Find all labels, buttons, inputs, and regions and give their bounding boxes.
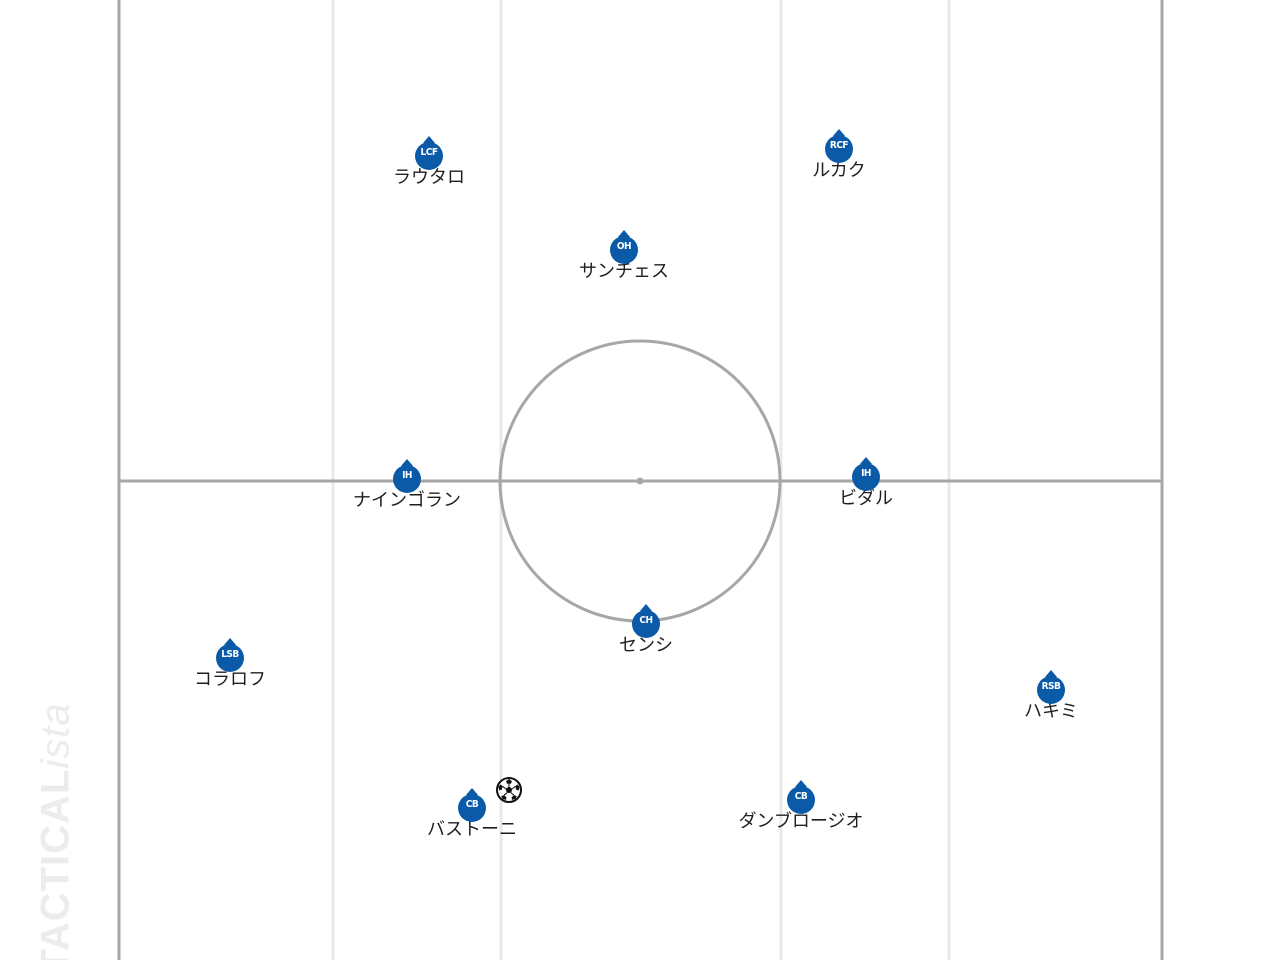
player-lcf[interactable]: LCF ラウタロ [349,134,509,189]
player-ih[interactable]: IH ビダル [786,455,946,510]
player-marker-icon: RCF [824,127,854,163]
position-label: RCF [829,140,849,151]
player-marker-icon: CB [786,778,816,814]
player-marker-icon: IH [851,455,881,491]
player-marker-icon: LSB [215,636,245,672]
player-marker-icon: CB [457,786,487,822]
player-oh[interactable]: OH サンチェス [544,228,704,283]
player-lsb[interactable]: LSB コラロフ [150,636,310,691]
soccer-ball-icon [496,777,522,803]
player-name: ダンブロージオ [738,811,864,832]
position-label: LSB [221,649,239,660]
player-name: コラロフ [194,669,266,690]
position-label: LCF [420,147,438,158]
player-name: ハキミ [1024,701,1078,722]
position-label: CB [465,799,479,810]
center-spot [636,477,644,485]
player-rsb[interactable]: RSB ハキミ [971,668,1131,723]
player-cb[interactable]: CB バストーニ [392,786,552,841]
player-name: ラウタロ [393,167,465,188]
position-label: IH [402,470,412,481]
player-marker-icon: IH [392,457,422,493]
player-marker-icon: LCF [414,134,444,170]
position-label: CH [639,615,653,626]
player-ch[interactable]: CH センシ [566,602,726,657]
player-name: ビダル [839,488,893,509]
player-name: ナインゴラン [353,490,461,511]
player-ih[interactable]: IH ナインゴラン [327,457,487,512]
player-name: ルカク [812,160,866,181]
player-cb[interactable]: CB ダンブロージオ [721,778,881,833]
player-rcf[interactable]: RCF ルカク [759,127,919,182]
position-label: OH [616,241,632,252]
watermark: TACTICALista [33,702,78,960]
position-label: IH [861,468,871,479]
player-marker-icon: CH [631,602,661,638]
player-marker-icon: OH [609,228,639,264]
position-label: CB [794,791,808,802]
player-name: バストーニ [427,819,517,840]
player-marker-icon: RSB [1036,668,1066,704]
player-name: サンチェス [579,261,669,282]
position-label: RSB [1041,681,1061,692]
player-name: センシ [619,635,673,656]
